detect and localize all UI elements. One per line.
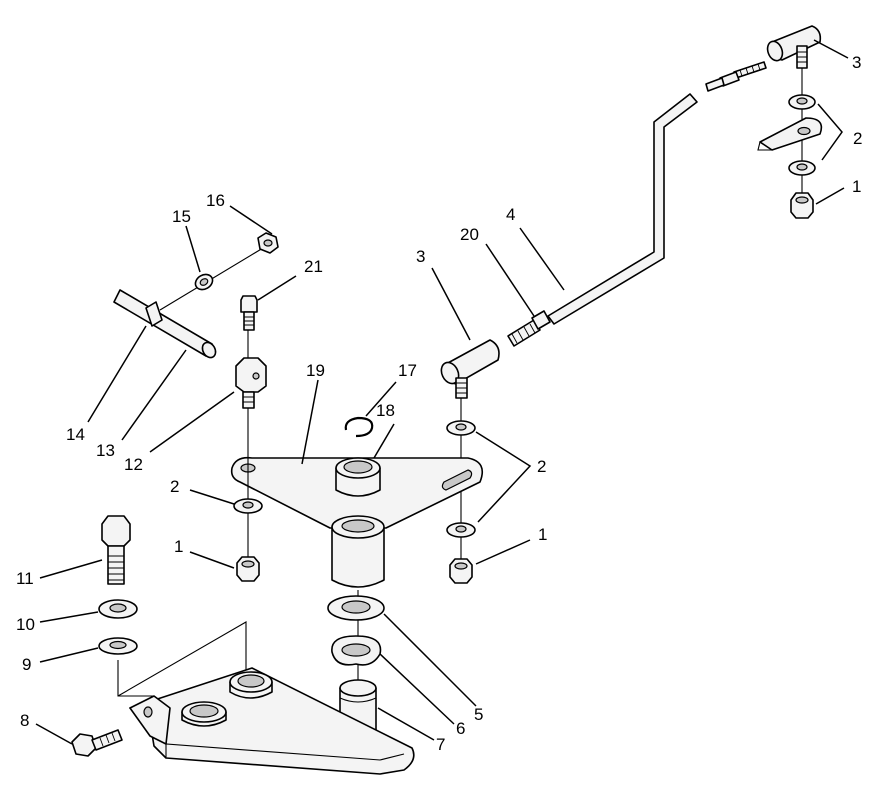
bolt-8 xyxy=(71,729,123,757)
threaded-adjuster xyxy=(507,310,551,347)
callout-13: 13 xyxy=(96,441,115,460)
callout-10: 10 xyxy=(16,615,35,634)
bolt-21 xyxy=(240,295,258,331)
swivel-block xyxy=(235,357,267,409)
lock-washer xyxy=(98,599,138,619)
bushing-upper xyxy=(335,457,381,497)
callout-14: 14 xyxy=(66,425,85,444)
threaded-stud-top xyxy=(705,61,767,92)
thrust-washer xyxy=(327,595,385,621)
bolt-11 xyxy=(101,515,131,585)
callout-21: 21 xyxy=(304,257,323,276)
pivot-rod xyxy=(113,289,217,359)
callout-1-right: 1 xyxy=(538,525,547,544)
rod-clip xyxy=(145,301,163,327)
callout-8: 8 xyxy=(20,711,29,730)
nut-16 xyxy=(257,232,279,254)
washer-top-lower xyxy=(788,160,816,176)
callout-15: 15 xyxy=(172,207,191,226)
rod-end-middle xyxy=(440,339,500,399)
washer-right-lower xyxy=(446,522,476,538)
callout-3-top: 3 xyxy=(852,53,861,72)
callout-17: 17 xyxy=(398,361,417,380)
rod-end-top xyxy=(766,25,822,69)
control-rod xyxy=(547,93,698,325)
callout-11: 11 xyxy=(16,569,34,588)
callout-2-top: 2 xyxy=(853,129,862,148)
callout-7: 7 xyxy=(436,735,445,754)
rod-end-assembly-top xyxy=(705,25,823,219)
washer-15 xyxy=(194,273,214,291)
base-bracket xyxy=(129,667,415,775)
callout-9: 9 xyxy=(22,655,31,674)
bracket-arm-top xyxy=(757,117,823,151)
callout-6: 6 xyxy=(456,719,465,738)
hub-cylinder xyxy=(331,515,385,588)
callout-19: 19 xyxy=(306,361,325,380)
callout-labels: 3 2 1 4 20 3 16 15 21 19 17 18 2 14 13 1… xyxy=(16,53,862,754)
callout-2-right: 2 xyxy=(537,457,546,476)
callout-3-middle: 3 xyxy=(416,247,425,266)
callout-5: 5 xyxy=(474,705,483,724)
snap-ring xyxy=(344,416,374,438)
nut-right xyxy=(449,558,473,584)
callout-1-top: 1 xyxy=(852,177,861,196)
wave-washer xyxy=(331,635,382,666)
callout-18: 18 xyxy=(376,401,395,420)
callout-4: 4 xyxy=(506,205,515,224)
callout-2-left: 2 xyxy=(170,477,179,496)
callout-20: 20 xyxy=(460,225,479,244)
washer-right-upper xyxy=(446,420,476,436)
nut-top xyxy=(790,192,814,219)
leader-lines xyxy=(35,39,849,745)
callout-16: 16 xyxy=(206,191,225,210)
callout-1-left: 1 xyxy=(174,537,183,556)
callout-12: 12 xyxy=(124,455,143,474)
washer-top-upper xyxy=(788,94,816,110)
nut-left xyxy=(236,556,260,582)
flat-washer xyxy=(98,637,138,655)
washer-left xyxy=(233,498,263,514)
